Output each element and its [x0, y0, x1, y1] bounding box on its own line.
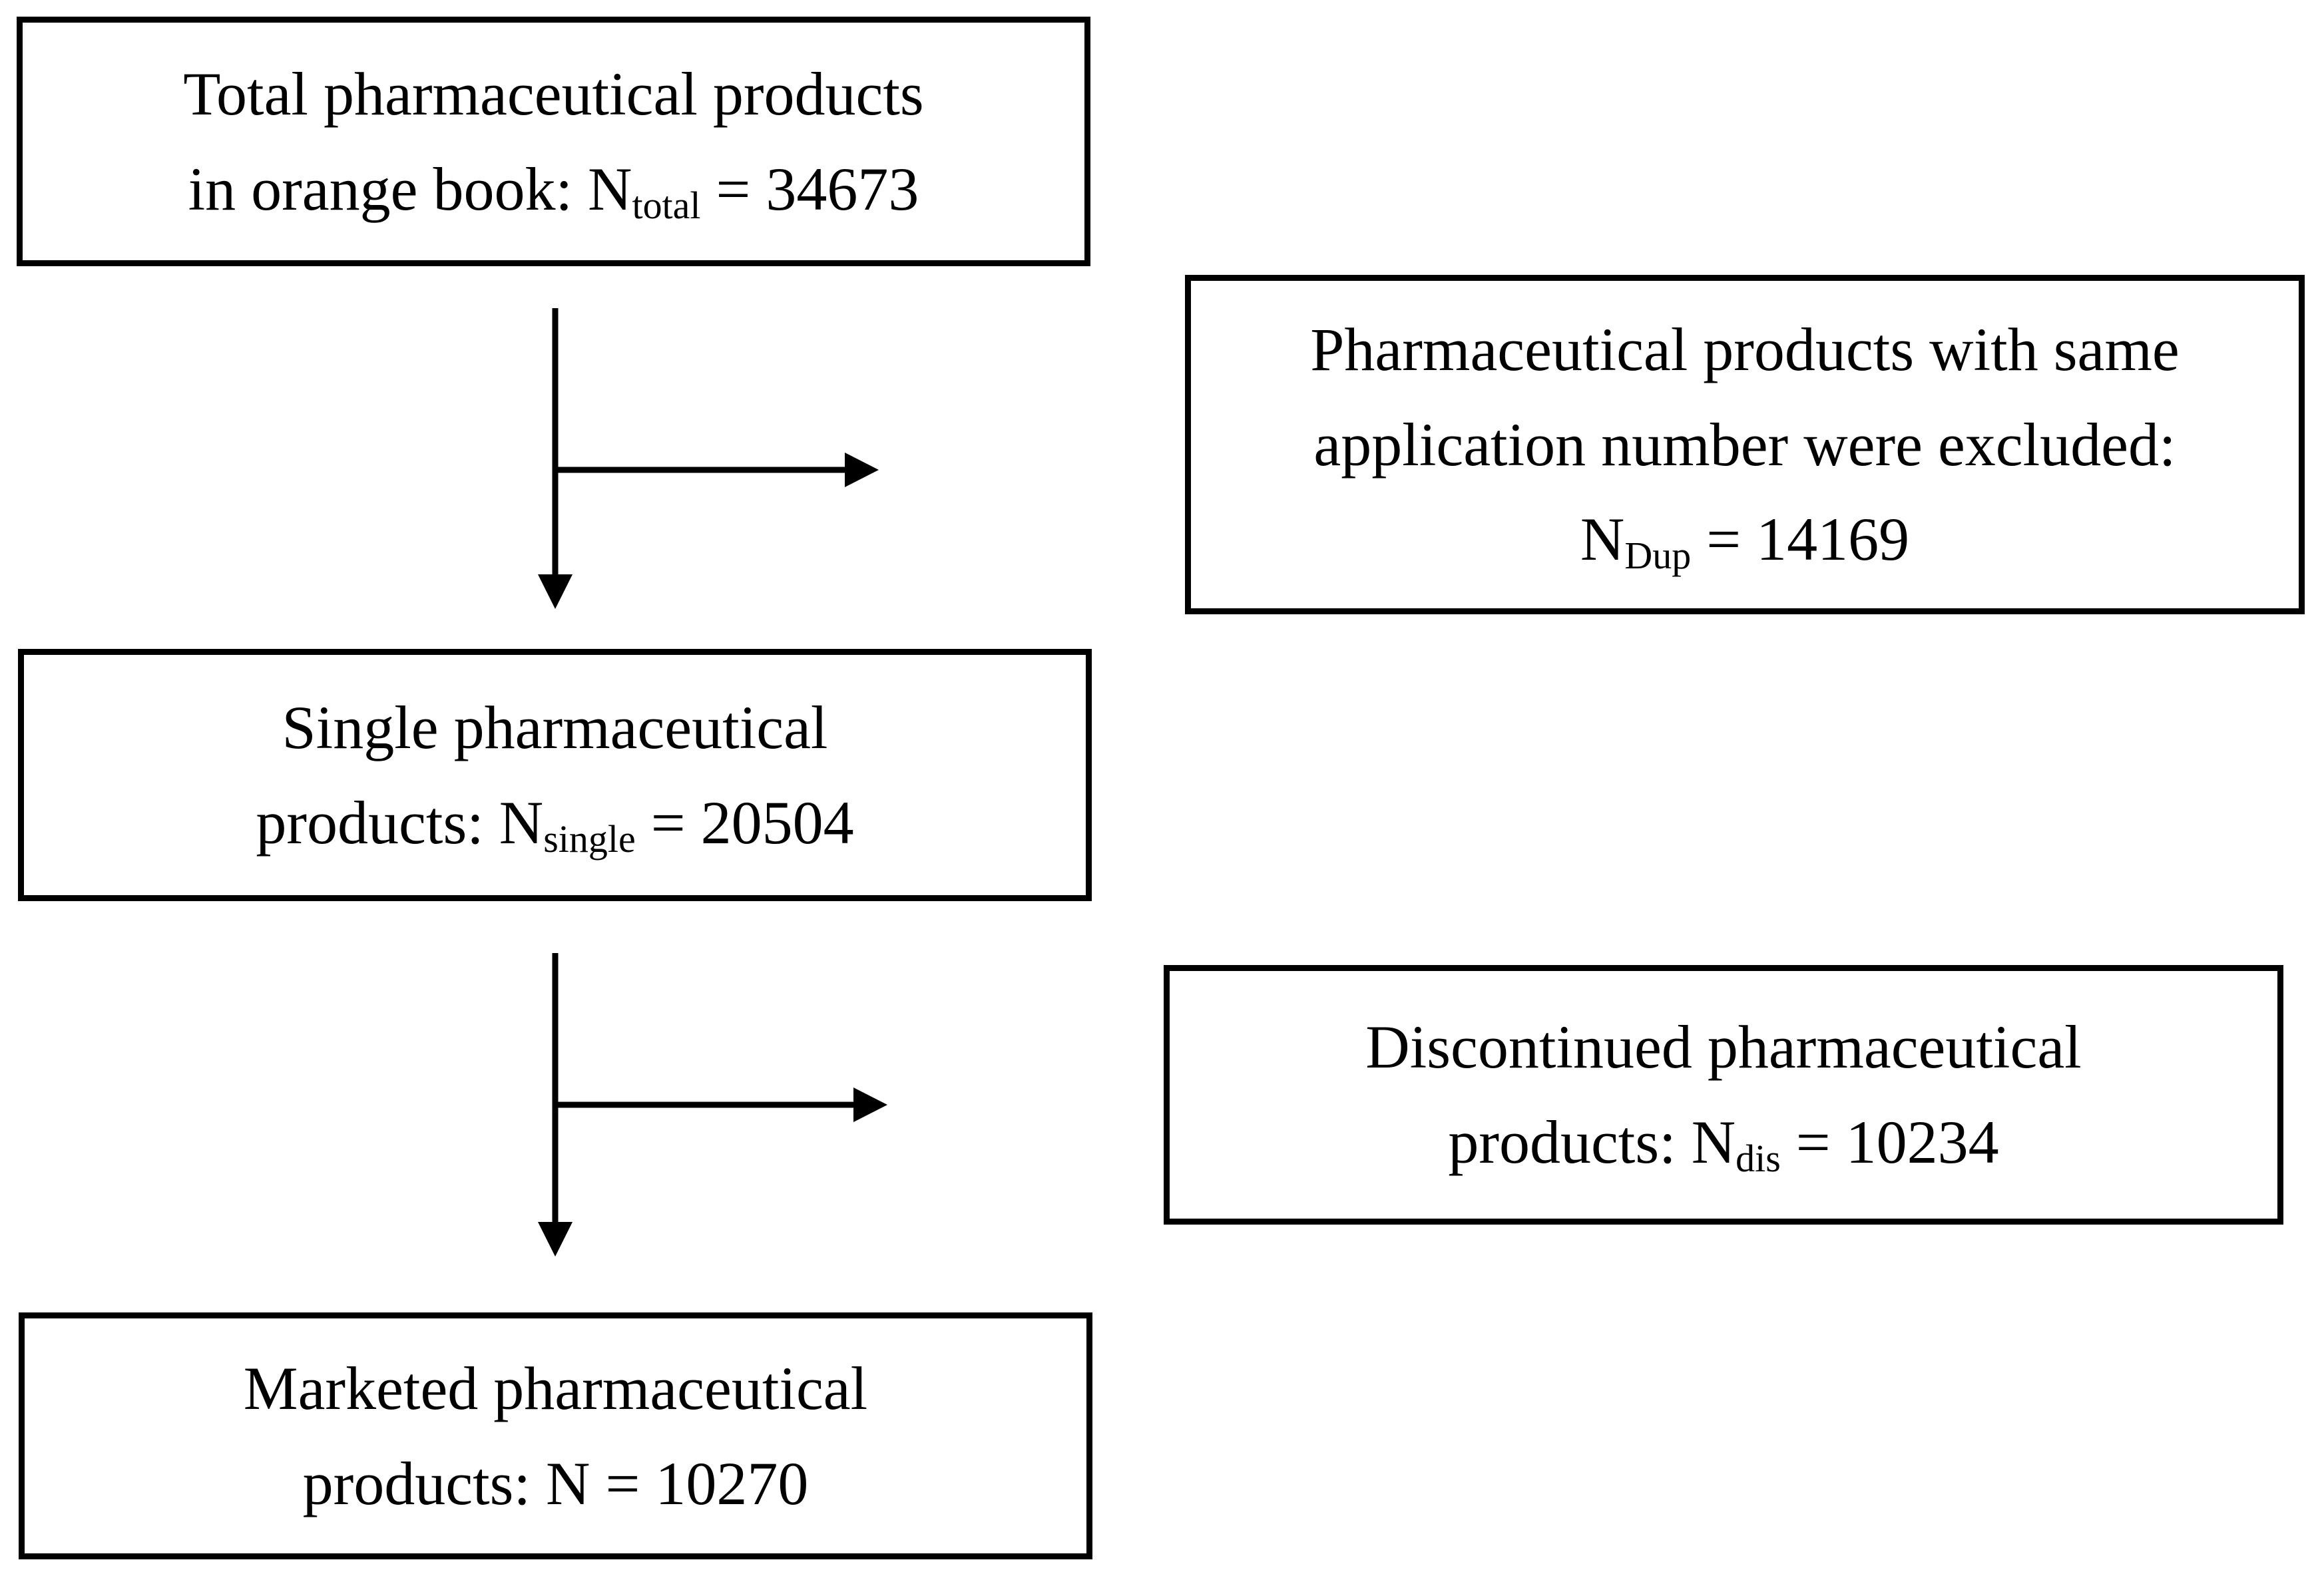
arrow-right-head-icon	[853, 1087, 887, 1122]
subscript-dis: dis	[1736, 1136, 1781, 1180]
subscript-total: total	[632, 183, 701, 227]
box-single-line2: products: Nsingle = 20504	[256, 788, 854, 861]
box-marketed-line1: Marketed pharmaceutical	[243, 1354, 868, 1422]
arrow-total-to-single	[538, 308, 573, 609]
arrow-branch-to-duplicates	[553, 453, 879, 487]
box-total-line1: Total pharmaceutical products	[183, 59, 924, 128]
box-single-line1: Single pharmaceutical	[282, 693, 828, 761]
box-dup-line2: application number were excluded:	[1313, 410, 2176, 479]
box-single-products: Single pharmaceutical products: Nsingle …	[18, 649, 1092, 901]
arrow-branch-to-discontinued	[553, 1087, 887, 1122]
arrow-down-head-icon	[538, 574, 573, 609]
arrow-down-head-icon	[538, 1222, 573, 1257]
box-dup-line1: Pharmaceutical products with same	[1310, 315, 2180, 384]
arrow-single-to-marketed	[538, 953, 573, 1257]
subscript-single: single	[543, 817, 636, 861]
box-discontinued-products: Discontinued pharmaceutical products: Nd…	[1164, 965, 2283, 1225]
box-dis-line1: Discontinued pharmaceutical	[1365, 1013, 2082, 1082]
box-excluded-duplicates: Pharmaceutical products with same applic…	[1185, 275, 2305, 614]
box-marketed-products: Marketed pharmaceutical products: N = 10…	[19, 1312, 1092, 1559]
box-marketed-line2: products: N = 10270	[302, 1449, 809, 1517]
box-dup-line3: NDup = 14169	[1580, 505, 1910, 578]
box-total-products: Total pharmaceutical products in orange …	[17, 17, 1090, 266]
arrow-right-head-icon	[845, 453, 879, 487]
box-dis-line2: products: Ndis = 10234	[1448, 1108, 1999, 1180]
subscript-dup: Dup	[1624, 534, 1692, 578]
box-total-line2: in orange book: Ntotal = 34673	[188, 154, 919, 227]
